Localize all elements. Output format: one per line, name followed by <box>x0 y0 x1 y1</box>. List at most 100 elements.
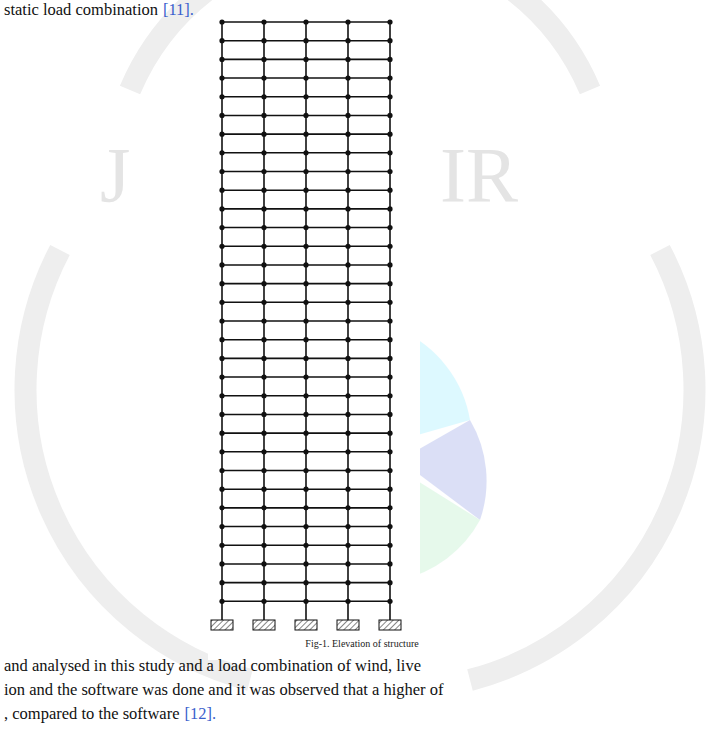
joint-dot <box>261 150 266 155</box>
joint-dot <box>303 94 308 99</box>
joint-dot <box>303 393 308 398</box>
joint-dot <box>387 244 392 249</box>
joint-dot <box>261 300 266 305</box>
joint-dot <box>219 169 224 174</box>
joint-dot <box>303 449 308 454</box>
joint-dot <box>261 356 266 361</box>
joint-dot <box>303 524 308 529</box>
joint-dot <box>303 19 308 24</box>
joint-dot <box>219 599 224 604</box>
joint-dot <box>345 468 350 473</box>
joint-dot <box>219 561 224 566</box>
joint-dot <box>219 150 224 155</box>
joint-dot <box>219 337 224 342</box>
joint-dot <box>303 412 308 417</box>
joint-dot <box>387 300 392 305</box>
joint-dot <box>345 449 350 454</box>
joint-dot <box>387 318 392 323</box>
joint-dot <box>261 318 266 323</box>
joint-dot <box>261 75 266 80</box>
body-text-line: ion and the software was done and it was… <box>4 680 443 700</box>
joint-dot <box>345 374 350 379</box>
joint-dot <box>219 38 224 43</box>
body-text: and analysed in this study and a load co… <box>4 656 421 675</box>
joint-dot <box>345 244 350 249</box>
joint-dot <box>303 318 308 323</box>
joint-dot <box>345 337 350 342</box>
joint-dot <box>261 468 266 473</box>
joint-dot <box>345 412 350 417</box>
joint-dot <box>219 318 224 323</box>
joint-dot <box>387 75 392 80</box>
joint-dot <box>219 524 224 529</box>
body-text-line: , compared to the software[12]. <box>4 704 216 724</box>
joint-dot <box>261 487 266 492</box>
joint-dot <box>261 393 266 398</box>
joint-dot <box>303 487 308 492</box>
joint-dot <box>261 94 266 99</box>
joint-dot <box>303 543 308 548</box>
joint-dot <box>387 374 392 379</box>
joint-dot <box>345 150 350 155</box>
joint-dot <box>303 225 308 230</box>
joint-dot <box>261 449 266 454</box>
fixed-support <box>295 620 317 630</box>
joint-dot <box>387 393 392 398</box>
joint-dot <box>219 281 224 286</box>
joint-dot <box>345 524 350 529</box>
joint-dot <box>219 431 224 436</box>
joint-dot <box>387 57 392 62</box>
watermark-emblem <box>26 0 695 680</box>
joint-dot <box>387 169 392 174</box>
joint-dot <box>345 132 350 137</box>
joint-dot <box>219 244 224 249</box>
joint-dot <box>261 374 266 379</box>
fixed-support <box>337 620 359 630</box>
joint-dot <box>345 113 350 118</box>
joint-dot <box>387 431 392 436</box>
joint-dot <box>261 561 266 566</box>
joint-dot <box>303 169 308 174</box>
joint-dot <box>261 543 266 548</box>
body-text: static load combination <box>4 0 158 19</box>
joint-dot <box>261 244 266 249</box>
joint-dot <box>219 356 224 361</box>
joint-dot <box>345 599 350 604</box>
joint-dot <box>345 318 350 323</box>
joint-dot <box>303 505 308 510</box>
joint-dot <box>219 188 224 193</box>
joint-dot <box>345 580 350 585</box>
joint-dot <box>387 580 392 585</box>
joint-dot <box>303 374 308 379</box>
joint-dot <box>219 113 224 118</box>
joint-dot <box>345 19 350 24</box>
joint-dot <box>345 94 350 99</box>
joint-dot <box>303 188 308 193</box>
joint-dot <box>303 431 308 436</box>
joint-dot <box>303 281 308 286</box>
joint-dot <box>387 487 392 492</box>
joint-dot <box>387 94 392 99</box>
joint-dot <box>219 57 224 62</box>
joint-dot <box>303 113 308 118</box>
joint-dot <box>219 543 224 548</box>
joint-dot <box>303 468 308 473</box>
joint-dot <box>219 262 224 267</box>
body-text: , compared to the software <box>4 704 179 723</box>
joint-dot <box>345 300 350 305</box>
joint-dot <box>303 206 308 211</box>
joint-dot <box>345 38 350 43</box>
joint-dot <box>219 487 224 492</box>
joint-dot <box>387 505 392 510</box>
joint-dot <box>261 57 266 62</box>
joint-dot <box>303 599 308 604</box>
joint-dot <box>345 431 350 436</box>
joint-dot <box>219 505 224 510</box>
watermark-text: J <box>100 130 130 220</box>
joint-dot <box>345 225 350 230</box>
joint-dot <box>303 300 308 305</box>
joint-dot <box>261 431 266 436</box>
joint-dot <box>387 281 392 286</box>
joint-dot <box>387 468 392 473</box>
joint-dot <box>303 561 308 566</box>
